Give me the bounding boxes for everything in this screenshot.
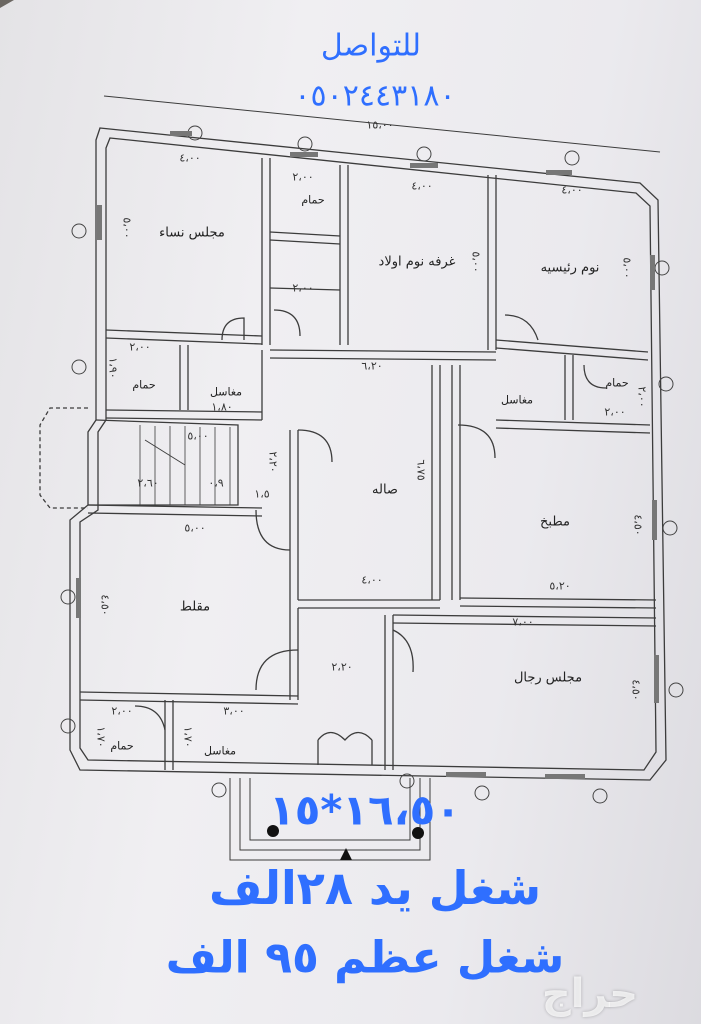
wall-corridor-right (339, 165, 349, 345)
dim-bath-right-h: ٢،٠٠ (635, 386, 649, 408)
dim-annex-h: ٤،٥٠ (98, 594, 112, 616)
dim-bath-small-w: ٢،٠٠ (292, 170, 314, 184)
contact-label: للتواصل (320, 28, 422, 64)
dim-wash-bottom-h: ١،٧٠ (181, 726, 195, 748)
room-washbasin-right: مغاسل (500, 393, 534, 407)
dim-lobby-h: ٢،٢٠ (266, 451, 280, 473)
wall-hall-left (261, 350, 299, 600)
room-washbasin-left: مغاسل (209, 385, 243, 399)
wall-wash-left (105, 409, 263, 421)
room-master-bedroom: نوم رئيسيه (540, 260, 600, 276)
wall-boys-right (487, 175, 497, 350)
wall-bath-left (179, 345, 189, 410)
dim-entry-w: ٢،٢٠ (331, 660, 353, 674)
room-kitchen: مطبخ (540, 514, 570, 530)
center-dots (267, 825, 424, 860)
room-washbasin-bottom: مغاسل (203, 744, 237, 758)
bay-window (39, 407, 88, 509)
dim-bath-left-w: ٢،٠٠ (129, 340, 151, 354)
door-swing-9 (392, 629, 414, 673)
room-bath-top-left: حمام (132, 378, 156, 392)
window-sills (76, 131, 659, 779)
room-bath-small-top: حمام (301, 193, 325, 207)
room-hall: صاله (372, 482, 398, 498)
dim-master-h: ٥،٠٠ (620, 257, 634, 279)
dim-bath-bottom-w: ٢،٠٠ (111, 704, 133, 718)
dim-bath-left-h: ١،٩٠ (106, 357, 120, 379)
dim-wash-left-w: ١،٨٠ (211, 400, 233, 414)
wall-kitchen-left (451, 365, 461, 600)
haraj-watermark: حراج (541, 971, 639, 1017)
wall-hall-bottom (298, 599, 440, 609)
door-swing-6 (297, 429, 333, 463)
wall-master-bottom (495, 339, 649, 361)
room-bath-right: حمام (605, 376, 629, 390)
dim-stair-landing: ٢،٦٠ (137, 476, 159, 490)
door-swing-3 (504, 314, 539, 341)
wall-bath-bottom (164, 700, 174, 770)
door-swing-2 (273, 309, 301, 337)
wall-women-right (261, 158, 271, 345)
dim-master-w: ٤،٠٠ (561, 183, 583, 197)
room-women-majlis: مجلس نساء (159, 225, 225, 241)
entry-steps (229, 778, 431, 861)
stair-arrow (144, 439, 186, 466)
dim-stair-w: ٥،٠٠ (187, 429, 209, 443)
room-boys-bedroom: غرفه نوم اولاد (378, 254, 456, 270)
overall-dim-line (103, 95, 661, 153)
dim-kitchen-h: ٤،٥٠ (631, 514, 645, 536)
wall-bath-right (495, 355, 651, 434)
door-swing-10 (134, 705, 166, 731)
door-swing-5 (457, 424, 496, 459)
wall-hall-top (269, 349, 497, 361)
dim-stair-small: ٠،٩ (208, 476, 224, 490)
wall-hall-right (431, 365, 441, 600)
dim-men-w: ٧،٠٠ (512, 615, 534, 629)
dim-hall-h: ٦،٧٥ (414, 459, 428, 481)
stair-treads (139, 425, 231, 505)
wall-annex-bottom (79, 691, 299, 705)
dim-women-w: ٤،٠٠ (179, 151, 201, 165)
wall-corridor-mid (269, 287, 341, 291)
dim-wash-bottom-w: ٣،٠٠ (223, 704, 245, 718)
room-bath-bottom-left: حمام (110, 739, 134, 753)
dim-hall-w: ٦،٢٠ (361, 359, 383, 373)
wall-entry-right (384, 615, 394, 770)
room-annex: مقلط (179, 599, 211, 615)
dim-annex-w: ٥،٠٠ (184, 521, 206, 535)
dim-men-h: ٤،٥٠ (629, 679, 643, 701)
dim-bath-right-w: ٢،٠٠ (604, 405, 626, 419)
dim-boys-h: ٥،٠٠ (469, 251, 483, 273)
room-men-majlis: مجلس رجال (513, 670, 583, 686)
door-swing-1 (221, 317, 245, 341)
staircase (88, 419, 239, 506)
wall-bath-top (269, 231, 341, 245)
dim-lobby-w: ١،٥ (254, 487, 270, 501)
dim-women-h: ٥،٠٠ (120, 217, 134, 239)
window-markers (60, 125, 684, 804)
plot-dimensions: ١٦،٥٠*١٥ (269, 785, 461, 835)
structure-cost: شغل عظم ٩٥ الف (165, 932, 565, 984)
door-swing-4 (583, 364, 607, 389)
dim-corridor-w: ٢،٠٠ (292, 281, 314, 295)
wall-men-top (392, 614, 657, 627)
wall-annex-top (87, 504, 263, 517)
dim-kitchen-w: ٥،٢٠ (549, 579, 571, 593)
dim-overall-top: ١٥،٠٠ (366, 118, 394, 132)
wall-top-rooms-bottom (105, 329, 263, 345)
labor-cost: شغل يد ٢٨الف (208, 861, 542, 915)
door-swing-7 (255, 509, 291, 551)
phone-number: ٠٥٠٢٤٤٣١٨٠ (294, 78, 456, 114)
dim-boys-w: ٤،٠٠ (411, 179, 433, 193)
dim-bath-bottom-h: ١،٧٠ (94, 726, 108, 748)
dim-hall-bottom: ٤،٠٠ (361, 573, 383, 587)
door-swing-8 (255, 649, 299, 691)
entry-door (317, 731, 373, 765)
wall-kitchen-bottom (459, 597, 657, 609)
